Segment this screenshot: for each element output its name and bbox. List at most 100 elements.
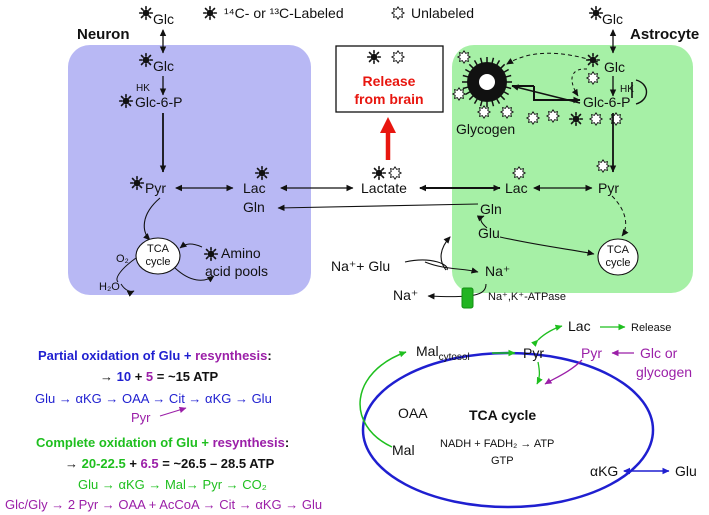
- neuron-title: Neuron: [77, 26, 130, 43]
- tca-cycle-ring: [361, 351, 655, 509]
- neuron-gln: Gln: [243, 199, 265, 215]
- astro-tca-label-2: cycle: [605, 257, 630, 269]
- glycogen-ray: [503, 90, 510, 96]
- unlabeled-icon: [596, 159, 610, 173]
- astro-tca-label: TCA: [607, 244, 630, 256]
- hk-inhibition-loop: [635, 79, 648, 105]
- astro-g6p: Glc-6-P: [583, 94, 630, 110]
- tca-to-amino-arrow: [174, 267, 215, 283]
- amino-acid-pools: Amino: [221, 245, 261, 261]
- glycogen-ray: [491, 57, 495, 64]
- mal-cytosol: Malcytosol: [416, 343, 470, 363]
- astrocyte-compartment: [452, 45, 693, 293]
- tca-lac: Lac: [568, 318, 591, 334]
- astro-gln: Gln: [480, 201, 502, 217]
- unlabeled-icon: [586, 71, 600, 85]
- glycogen-ray: [464, 90, 471, 96]
- labeled-icon: [203, 246, 219, 262]
- glycogen-ray: [505, 74, 512, 78]
- neuron-tca-cycle: [135, 237, 181, 275]
- unlabeled-icon: [391, 50, 405, 64]
- tca-pyr-purple: Pyr: [581, 345, 602, 361]
- astro-na: Na⁺: [485, 263, 510, 279]
- tca-energy-line: NADH + FADH₂ → ATP: [440, 438, 554, 450]
- pyr-purple-to-tca-arrow: [544, 359, 583, 385]
- labeled-icon: [129, 175, 145, 191]
- neuron-lac: Lac: [243, 180, 266, 196]
- tca-cycle-title: TCA cycle: [469, 407, 536, 423]
- tca-akg: αKG: [590, 463, 618, 479]
- legend-labeled: ¹⁴C- or ¹³C-Labeled: [224, 5, 344, 21]
- labeled-icon: [568, 111, 584, 127]
- labeled-icon: [118, 93, 134, 109]
- na-out-label: Na⁺: [393, 287, 418, 303]
- glu-to-tca-arrow: [499, 236, 595, 256]
- glycogen-ray: [503, 68, 510, 74]
- o2-path: [116, 257, 137, 283]
- neuron-pyr: Pyr: [145, 180, 166, 196]
- unlabeled-legend-icon: [391, 6, 405, 20]
- o2-label: O₂: [116, 253, 129, 265]
- glycogen-ray: [468, 94, 475, 101]
- glycogen-ray: [473, 98, 479, 105]
- glycogen-ray: [495, 98, 501, 105]
- complete-oxidation-title: Complete oxidation of Glu + resynthesis:: [36, 435, 289, 450]
- neuron-tca-label: TCA: [147, 243, 170, 255]
- astro-hk-label: HK: [620, 84, 634, 95]
- unlabeled-icon: [609, 112, 623, 126]
- tca-mal: Mal: [392, 442, 415, 458]
- unlabeled-icon: [457, 50, 471, 64]
- partial-pathway: Glu → αKG → OAA → Cit → αKG → Glu: [35, 391, 272, 406]
- glu-uptake-arrow: [440, 236, 451, 271]
- astro-lac: Lac: [505, 180, 528, 196]
- release-label: Release: [363, 73, 416, 89]
- labeled-legend-icon: [202, 5, 218, 21]
- labeled-icon: [588, 5, 604, 21]
- amino-to-tca-arrow: [179, 241, 203, 249]
- mal-export-arrow: [359, 351, 407, 448]
- partial-atp-yield: → 10 + 5 = ~15 ATP: [100, 369, 219, 384]
- release-box: [335, 45, 444, 113]
- unlabeled-icon: [546, 109, 560, 123]
- glycogen-granule-icon: [462, 57, 512, 107]
- partial-oxidation-title: Partial oxidation of Glu + resynthesis:: [38, 348, 272, 363]
- glc-or-glycogen: Glc or: [640, 345, 678, 361]
- unlabeled-icon: [526, 111, 540, 125]
- unlabeled-icon: [500, 105, 514, 119]
- glycogen-label: Glycogen: [456, 121, 515, 137]
- glycogen-ray: [479, 100, 483, 107]
- labeled-icon: [254, 165, 270, 181]
- pyr-lac-green-arrow: [531, 324, 563, 347]
- partial-pyr: Pyr: [131, 410, 151, 425]
- astro-glu: Glu: [478, 225, 500, 241]
- complete-atp-yield: → 20-22.5 + 6.5 = ~26.5 – 28.5 ATP: [65, 456, 275, 471]
- labeled-icon: [585, 52, 601, 68]
- glu-uptake-path: [404, 259, 448, 271]
- neuron-glc-extracellular: Glc: [153, 11, 174, 27]
- astro-glc-extracellular: Glc: [602, 11, 623, 27]
- h2o-label: H₂O: [99, 281, 120, 293]
- glycogen-ray: [462, 74, 469, 78]
- tca-glu: Glu: [675, 463, 697, 479]
- h2o-arrow: [120, 283, 135, 297]
- glycogen-ray: [468, 63, 475, 70]
- glycogen-ray: [495, 59, 501, 66]
- na-k-atpase-pump: [461, 287, 474, 309]
- neuron-g6p: Glc-6-P: [135, 94, 182, 110]
- neuron-tca-label-2: cycle: [145, 256, 170, 268]
- unlabeled-icon: [477, 105, 491, 119]
- glc-to-glycogen-dashed-arrow: [506, 52, 599, 65]
- labeled-icon: [371, 165, 387, 181]
- glycogen-ray: [479, 57, 483, 64]
- labeled-icon: [366, 49, 382, 65]
- complete-pathway-glc: Glc/Gly → 2 Pyr → OAA + AcCoA → Cit → αK…: [5, 497, 322, 512]
- neuron-compartment: [68, 45, 311, 295]
- pyr-to-tca-arrow: [143, 197, 161, 241]
- glc-or-glycogen-2: glycogen: [636, 364, 692, 380]
- unlabeled-icon: [512, 166, 526, 180]
- release-label-2: from brain: [354, 91, 423, 107]
- legend-unlabeled: Unlabeled: [411, 5, 474, 21]
- glycogen-ray: [473, 59, 479, 66]
- neuron-glc: Glc: [153, 58, 174, 74]
